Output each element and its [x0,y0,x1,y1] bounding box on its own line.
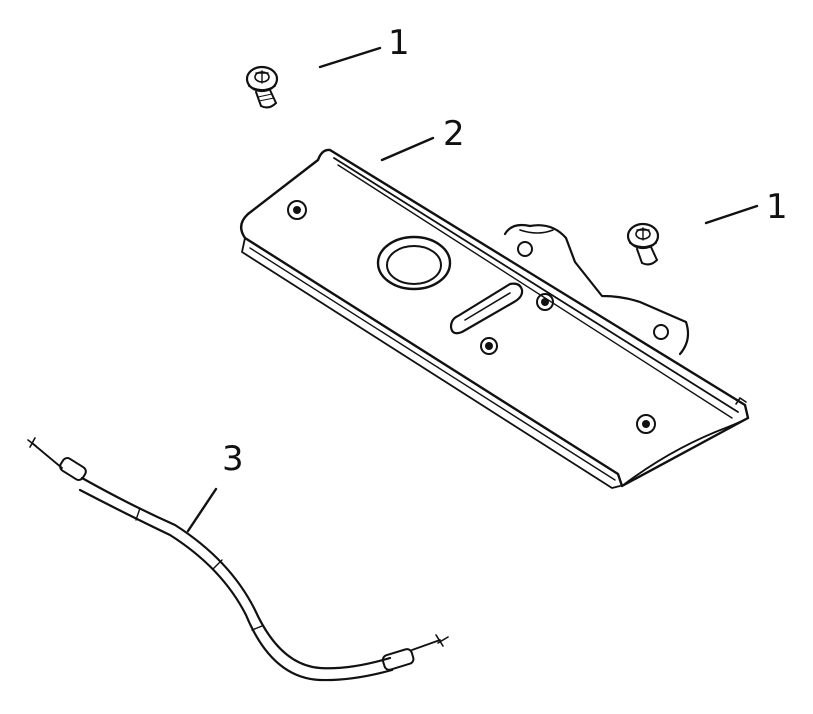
callout-label-1-top: 1 [388,23,410,63]
leader-line-2 [380,136,435,162]
cable [27,437,449,682]
screw-right [626,222,660,266]
leader-line-1-top [318,46,382,69]
callout-label-2: 2 [443,114,465,154]
callout-label-3: 3 [222,439,244,479]
mounting-plate [240,148,750,489]
callout-label-1-right: 1 [766,187,788,227]
screw-top-left [245,65,279,109]
leader-line-1-right [704,204,759,225]
leader-line-3 [186,487,218,533]
